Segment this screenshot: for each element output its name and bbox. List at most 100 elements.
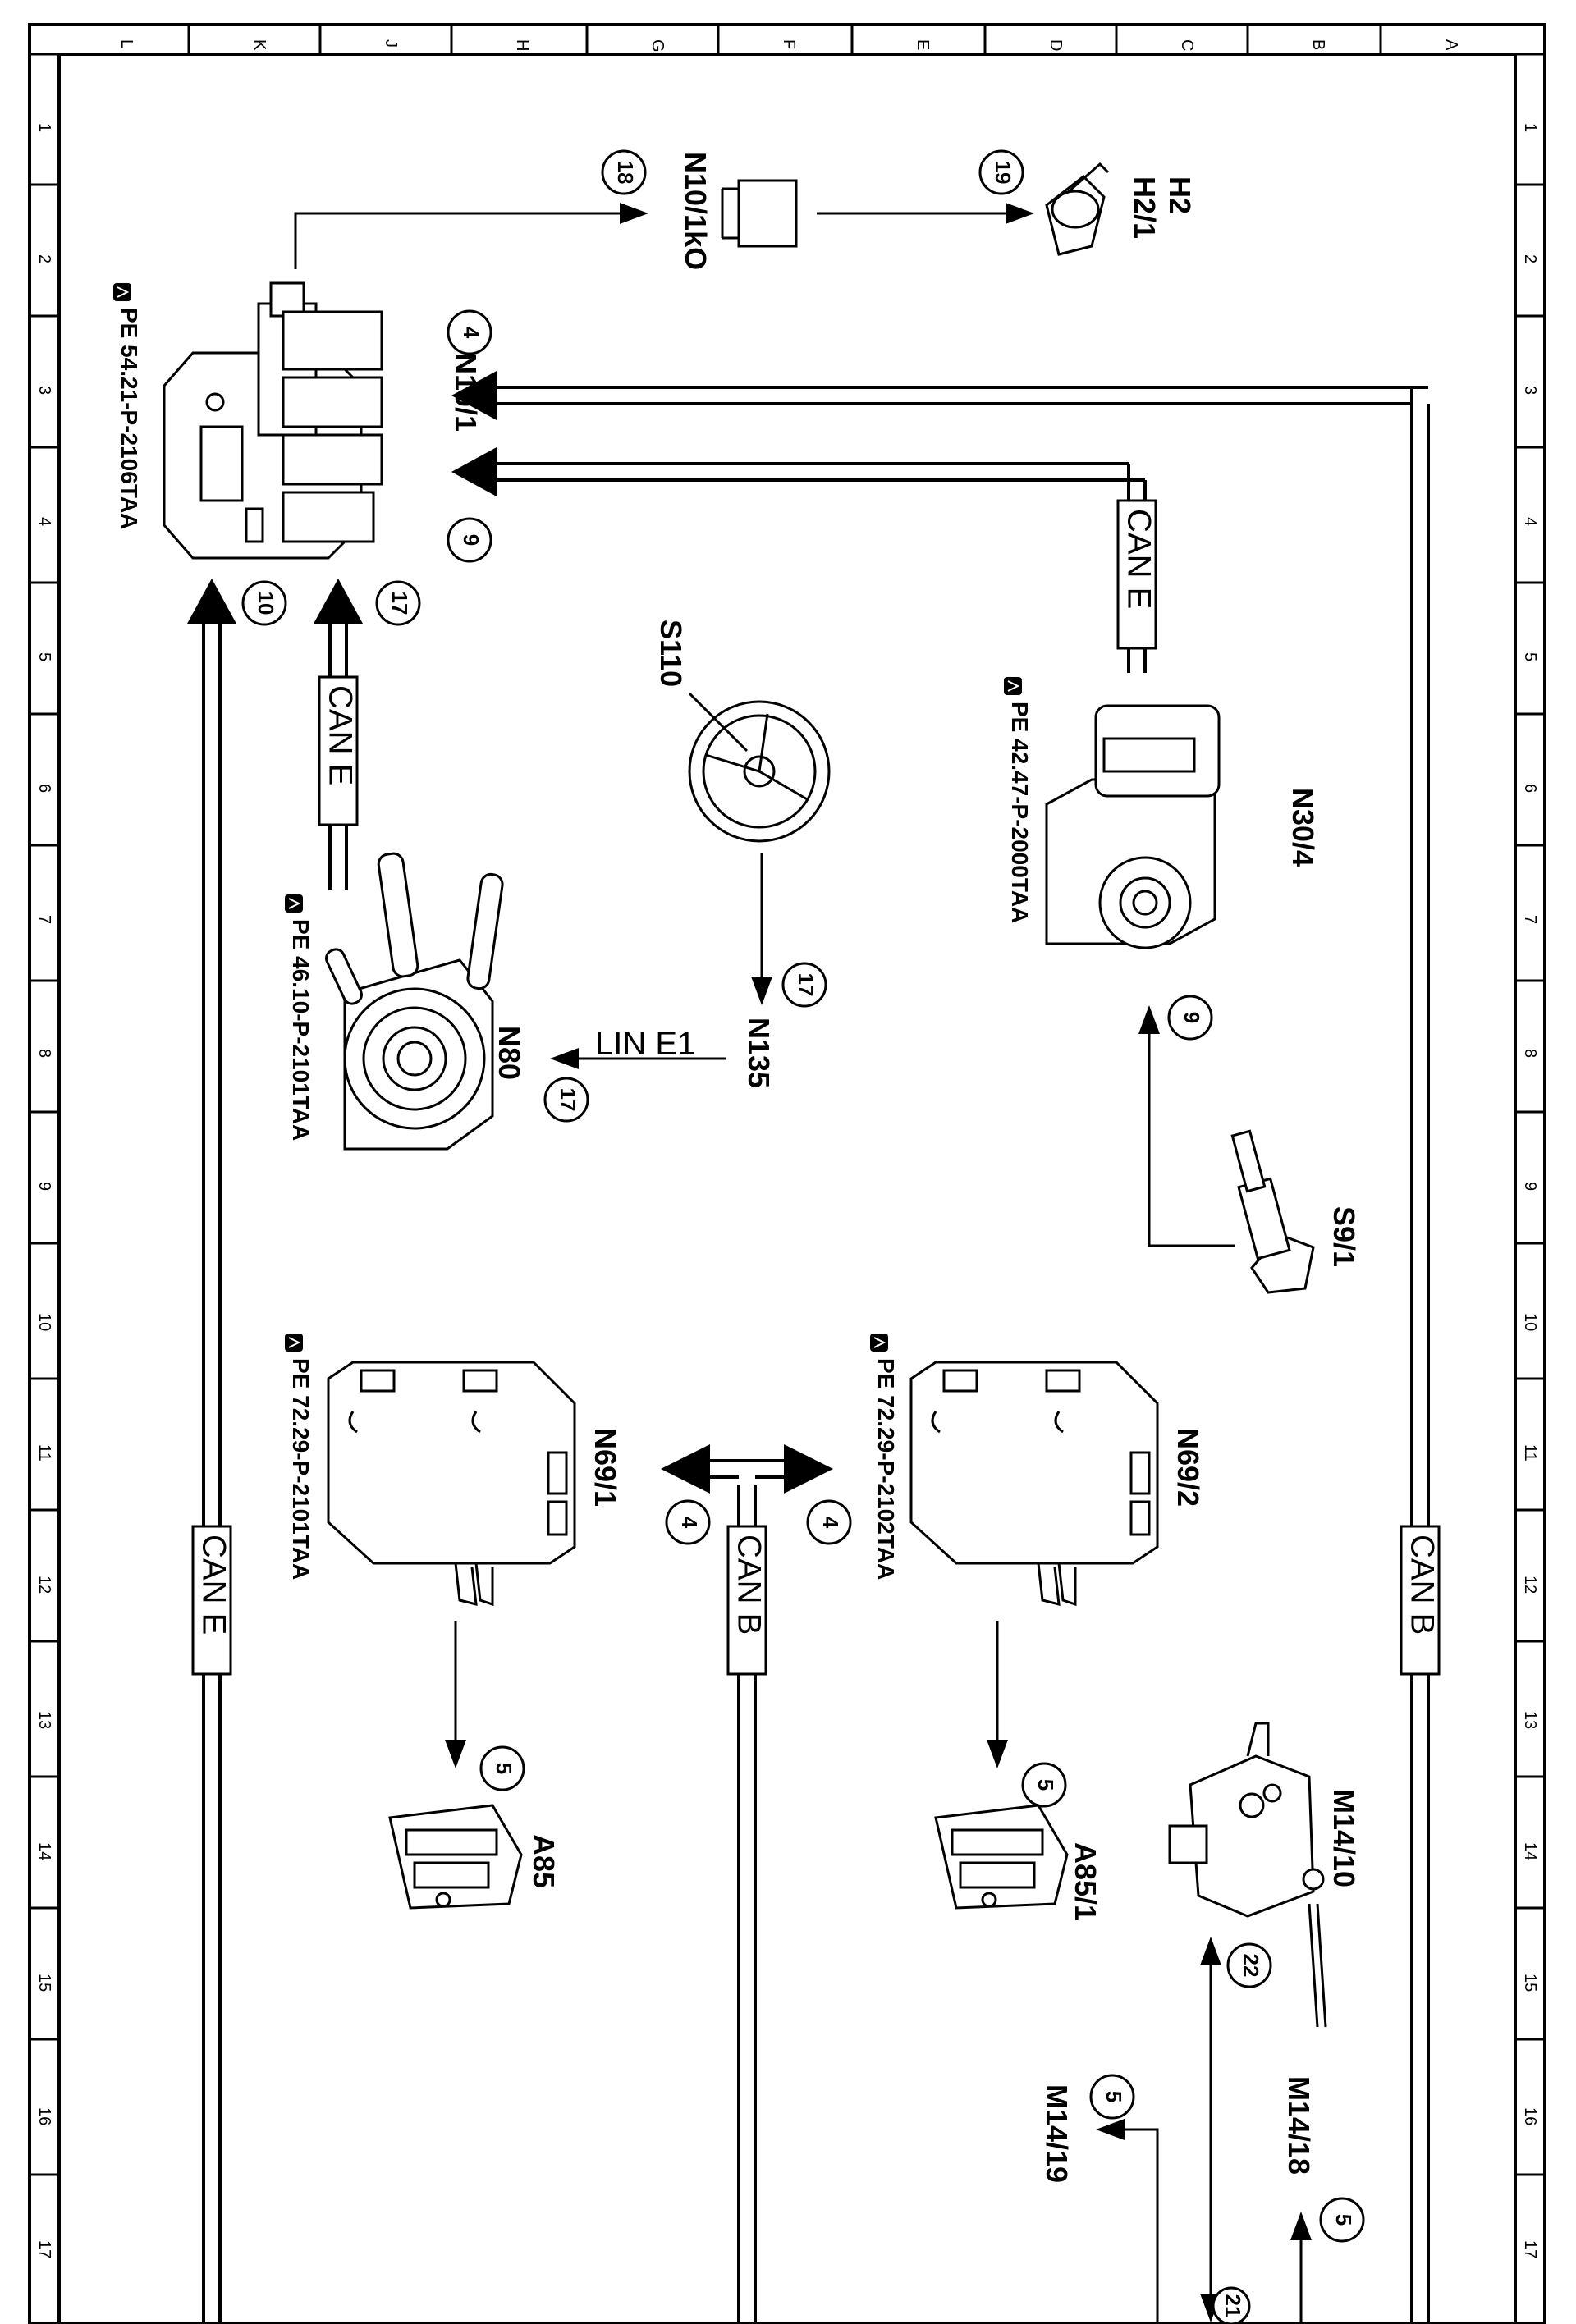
ref-pe-54: PE 54.21-P-2106TAA — [117, 308, 142, 529]
grid-col-D: D — [1047, 39, 1065, 51]
grid-row-3-right: 3 — [1521, 386, 1539, 395]
pointing-hand-icon — [870, 1334, 888, 1352]
label-m14-19: M14/19 — [1040, 2084, 1074, 2183]
n30-4-esp-unit — [1045, 704, 1221, 949]
grid-row-11-right: 11 — [1521, 1444, 1539, 1462]
arrow-up-head-2 — [314, 579, 363, 624]
grid-col-B: B — [1309, 39, 1327, 50]
grid-col-L: L — [117, 39, 135, 48]
grid-row-15-right: 15 — [1521, 1974, 1539, 1992]
grid-col-A: A — [1442, 39, 1460, 51]
label-n10-1: N10/1 — [449, 353, 483, 432]
arrow-left-head-3 — [451, 447, 497, 496]
grid-row-8: 8 — [35, 1049, 53, 1058]
grid-row-16-right: 16 — [1521, 2107, 1539, 2125]
grid-row-17: 17 — [35, 2240, 53, 2258]
grid-col-K: K — [250, 39, 268, 51]
svg-text:5: 5 — [1331, 2214, 1356, 2226]
can-e-label-n30: CAN E — [1120, 509, 1157, 609]
svg-text:5: 5 — [1033, 1779, 1058, 1791]
grid-col-F: F — [780, 39, 798, 49]
s9-1-switch — [1230, 1129, 1315, 1294]
m14-10-actuator — [1168, 1722, 1327, 2028]
n10-1-module — [163, 281, 383, 560]
svg-text:17: 17 — [387, 592, 412, 615]
svg-text:17: 17 — [556, 1088, 580, 1112]
label-s9-1: S9/1 — [1327, 1206, 1361, 1267]
s110-steering-wheel — [688, 692, 831, 843]
grid-row-12: 12 — [35, 1576, 53, 1594]
grid-row-17-right: 17 — [1521, 2240, 1539, 2258]
grid-rows: 1 2 3 4 5 6 7 8 9 10 11 12 13 14 15 16 1… — [30, 123, 1545, 2258]
svg-text:9: 9 — [459, 534, 483, 546]
circle-4-right: 4 — [806, 1499, 852, 1545]
grid-row-2-right: 2 — [1521, 254, 1539, 263]
svg-text:21: 21 — [1221, 2294, 1245, 2318]
svg-text:4: 4 — [677, 1517, 702, 1529]
ref-pe-46: PE 46.10-P-2101TAA — [288, 919, 314, 1141]
grid-row-14: 14 — [35, 1842, 53, 1860]
grid-row-10-right: 10 — [1521, 1313, 1539, 1331]
label-m14-18: M14/18 — [1282, 2076, 1316, 2175]
arrow-up-head — [187, 579, 236, 624]
grid-row-13: 13 — [35, 1711, 53, 1729]
can-e-label-left: CAN E — [195, 1535, 231, 1635]
grid-row-7-right: 7 — [1521, 915, 1539, 924]
circle-9-top: 9 — [447, 517, 492, 563]
grid-row-1: 1 — [35, 123, 53, 132]
grid-row-16: 16 — [35, 2107, 53, 2125]
label-n30-4: N30/4 — [1286, 788, 1320, 867]
grid-row-4-right: 4 — [1521, 517, 1539, 526]
grid-row-6: 6 — [35, 784, 53, 793]
can-b-bus-right: CAN B — [451, 371, 1441, 2324]
circle-5-a85-1: 5 — [1021, 1762, 1067, 1808]
can-e-bus-left: CAN E — [187, 579, 236, 2324]
circled-numbers: 18 19 4 9 10 17 17 17 9 4 4 5 5 22 5 5 2… — [241, 149, 1365, 2324]
n69-1-module — [327, 1361, 576, 1607]
grid-row-9-right: 9 — [1521, 1182, 1539, 1191]
grid-row-8-right: 8 — [1521, 1049, 1539, 1058]
arrow-right-head — [784, 1444, 833, 1494]
grid-row-15: 15 — [35, 1974, 53, 1992]
can-e-bus-n30: CAN E — [451, 447, 1157, 673]
grid-col-J: J — [382, 39, 400, 48]
svg-text:5: 5 — [1102, 2091, 1126, 2102]
circle-17-n80: 17 — [543, 1077, 589, 1123]
grid-col-G: G — [648, 39, 667, 53]
label-n69-1: N69/1 — [589, 1428, 622, 1507]
circle-17-top: 17 — [375, 580, 421, 626]
svg-text:5: 5 — [492, 1763, 516, 1774]
svg-text:9: 9 — [1180, 1012, 1204, 1023]
diagram-frame — [28, 23, 1546, 2324]
grid-row-7: 7 — [35, 915, 53, 924]
ref-pe-72-2: PE 72.29-P-2102TAA — [873, 1358, 899, 1580]
circle-4-left: 4 — [665, 1499, 711, 1545]
pointing-hand-icon — [285, 1334, 303, 1352]
circle-19: 19 — [978, 149, 1024, 195]
pointing-hand-icon — [285, 894, 303, 913]
circle-5-m14-18: 5 — [1319, 2197, 1365, 2243]
n69-2-module — [909, 1361, 1159, 1607]
circle-21: 21 — [1212, 2286, 1251, 2324]
grid-row-11: 11 — [35, 1444, 53, 1462]
label-s110: S110 — [654, 620, 688, 687]
svg-text:22: 22 — [1239, 1954, 1263, 1978]
circle-22: 22 — [1226, 1942, 1272, 1988]
label-n80: N80 — [492, 1026, 526, 1080]
grid-col-C: C — [1178, 39, 1196, 51]
h2-horn — [1045, 162, 1110, 256]
n80-steering-column-module — [325, 852, 504, 1151]
pointing-hand-icon — [113, 283, 131, 301]
can-b-label-right: CAN B — [1404, 1535, 1440, 1635]
grid-row-3: 3 — [35, 386, 53, 395]
grid-row-9: 9 — [35, 1182, 53, 1191]
circle-18: 18 — [601, 149, 647, 195]
svg-text:19: 19 — [991, 161, 1015, 185]
grid-row-12-right: 12 — [1521, 1576, 1539, 1594]
circle-4-top: 4 — [447, 309, 492, 355]
svg-text:17: 17 — [794, 973, 818, 997]
label-lin-e1: LIN E1 — [595, 1026, 695, 1062]
grid-row-10: 10 — [35, 1313, 53, 1331]
can-b-label-middle: CAN B — [731, 1535, 767, 1635]
